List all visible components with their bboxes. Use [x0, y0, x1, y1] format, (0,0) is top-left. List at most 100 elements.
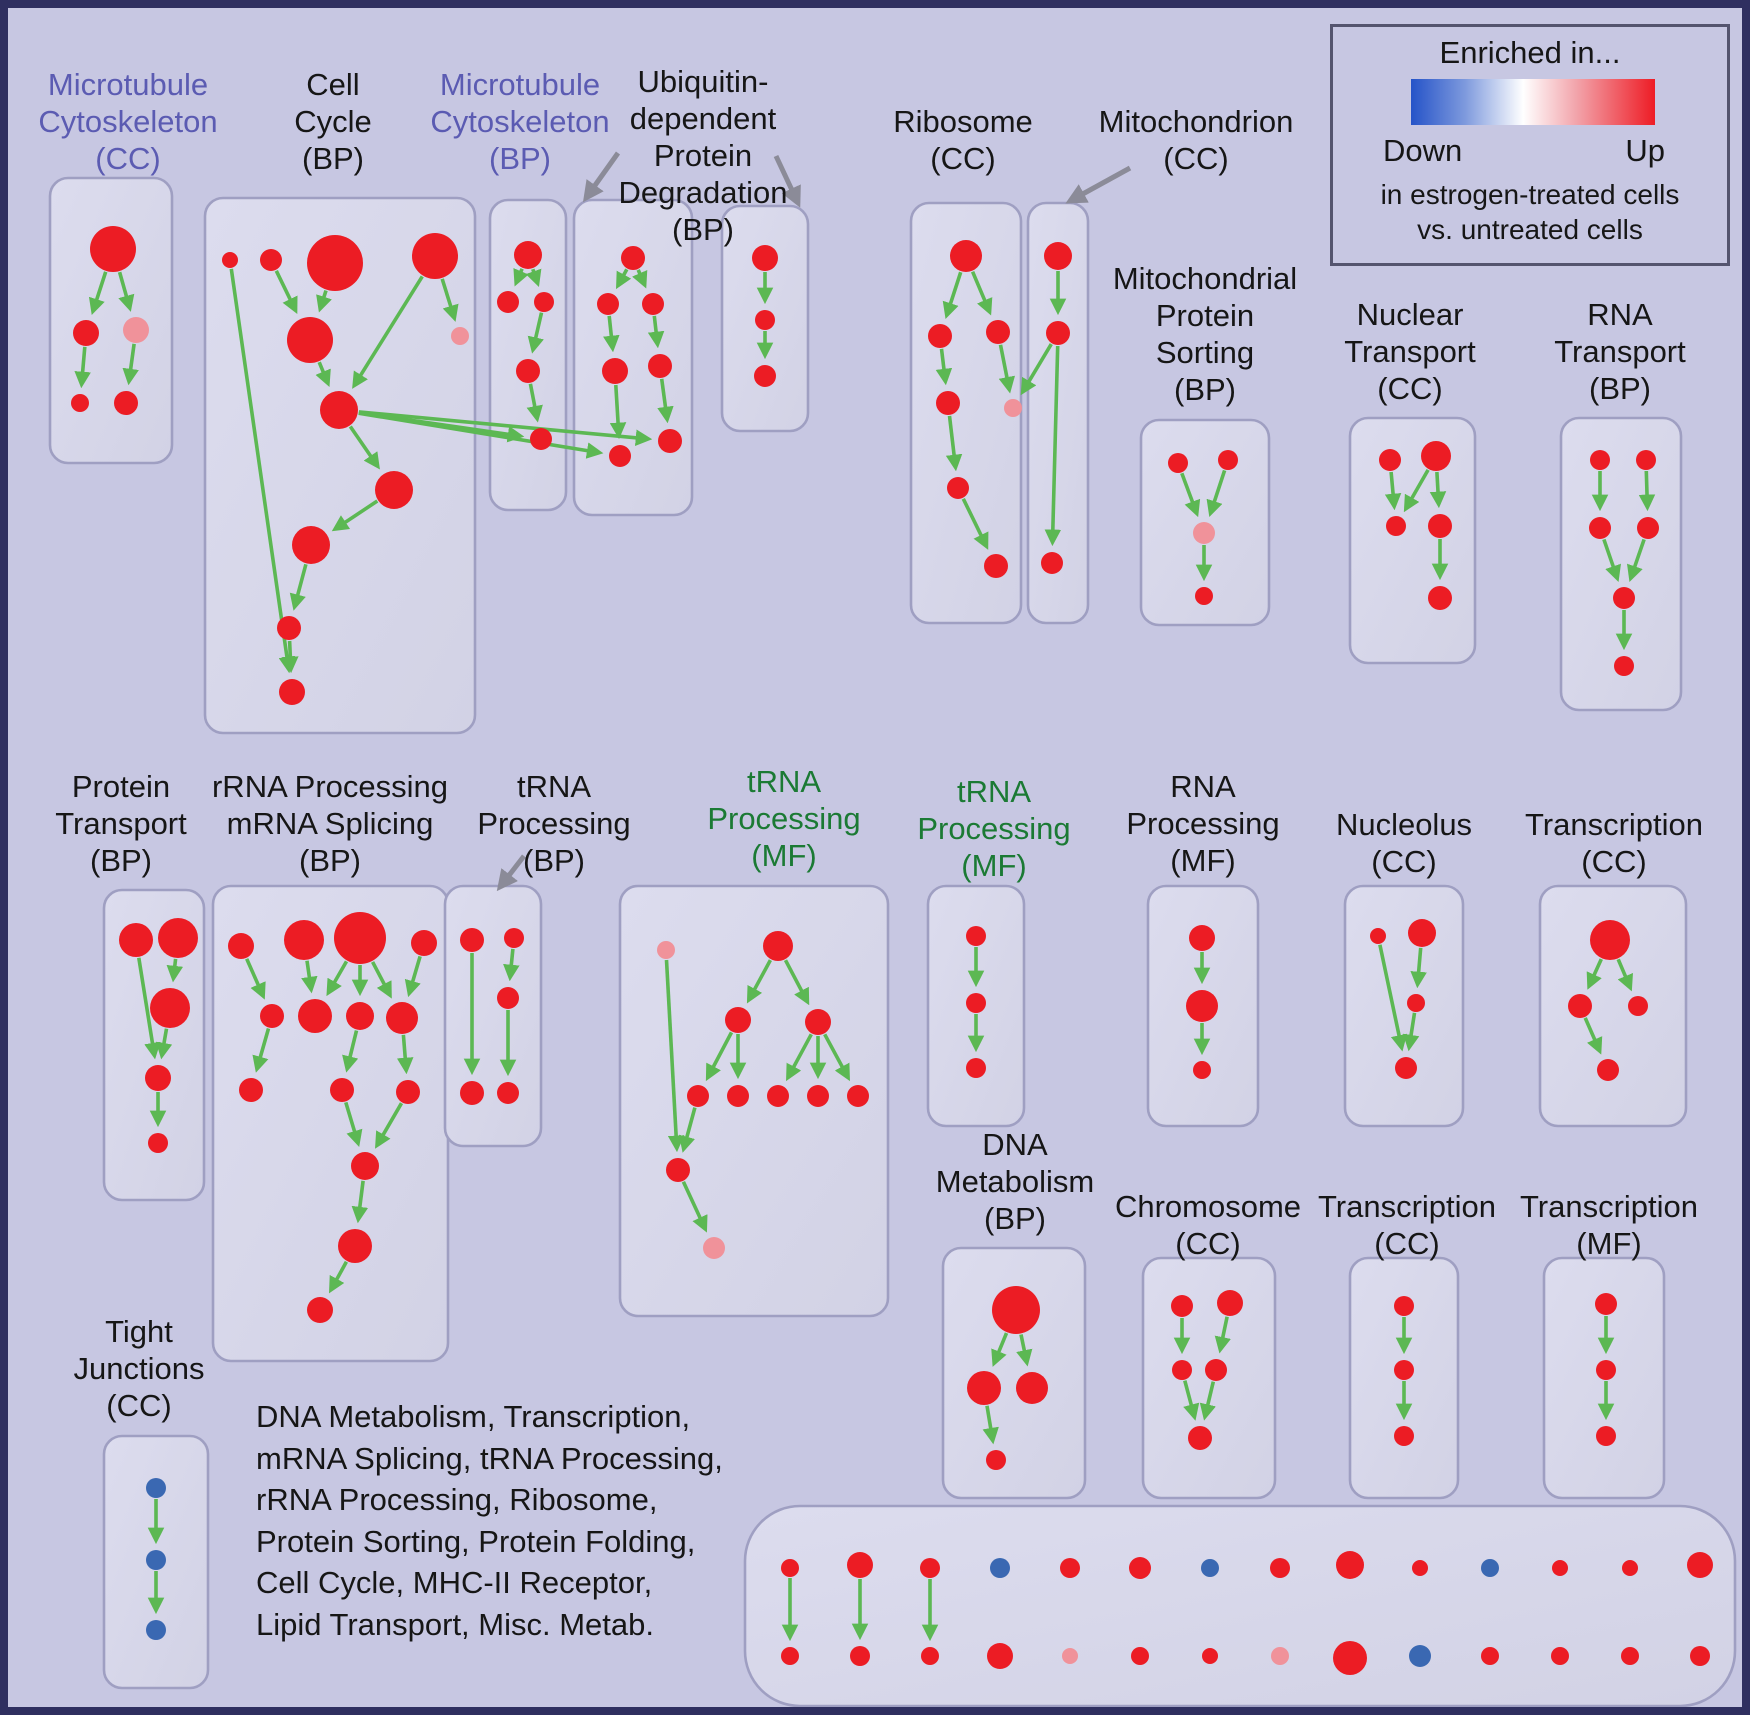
- edge-arrow: [404, 955, 422, 998]
- gene-node-red: [1428, 586, 1452, 610]
- gene-node-red: [1590, 450, 1610, 470]
- gene-node-red: [648, 354, 672, 378]
- gene-node-red: [807, 1085, 829, 1107]
- gene-node-red: [781, 1647, 799, 1665]
- cluster-box-ribosome-cc: [909, 201, 1023, 625]
- edge-arrow: [331, 499, 379, 532]
- gene-node-red: [1188, 1426, 1212, 1450]
- gene-node-red: [1428, 514, 1452, 538]
- gene-node-red: [1370, 928, 1386, 944]
- edge-arrow: [371, 961, 392, 999]
- gene-node-pink: [1271, 1647, 1289, 1665]
- gene-node-red: [1590, 920, 1630, 960]
- edge-arrow: [503, 948, 520, 982]
- gene-node-red: [228, 933, 254, 959]
- gene-node-red: [1195, 587, 1213, 605]
- legend-gradient-bar: [1411, 79, 1655, 125]
- gene-node-red: [986, 320, 1010, 344]
- gene-node-red: [1394, 1296, 1414, 1316]
- gene-node-red: [666, 1158, 690, 1182]
- edge-arrow: [647, 315, 665, 349]
- edge-arrow: [137, 957, 161, 1060]
- gene-node-red: [1189, 925, 1215, 951]
- gene-node-red: [658, 429, 682, 453]
- gene-node-red: [727, 1085, 749, 1107]
- edge-arrow: [1180, 472, 1201, 518]
- edge-arrow: [991, 1332, 1009, 1367]
- gene-node-red: [1333, 1641, 1367, 1675]
- edge-arrow: [1214, 1316, 1231, 1354]
- edge-arrow: [935, 348, 953, 386]
- gene-node-red: [781, 1559, 799, 1577]
- edge-arrow: [526, 383, 543, 423]
- gene-node-red: [396, 1080, 420, 1104]
- gene-node-red: [755, 310, 775, 330]
- legend-subtitle-line2: vs. untreated cells: [1417, 214, 1643, 245]
- gene-node-pink: [1062, 1648, 1078, 1664]
- gene-node-red: [1481, 1647, 1499, 1665]
- legend: Enriched in... Down Up in estrogen-treat…: [1330, 24, 1730, 266]
- gene-node-red: [330, 1078, 354, 1102]
- gene-node-red: [947, 477, 969, 499]
- gene-node-red: [602, 358, 628, 384]
- edge-arrow: [786, 1033, 813, 1082]
- gene-node-red: [338, 1229, 372, 1263]
- gene-node-red: [1690, 1646, 1710, 1666]
- edge-arrow: [1384, 471, 1402, 511]
- misc-terms-text: DNA Metabolism, Transcription, mRNA Spli…: [256, 1399, 723, 1642]
- edge-arrow: [396, 1034, 414, 1075]
- cluster-box-rrna-processing-mrna-splicing-bp: [211, 884, 450, 1363]
- gene-node-blue: [990, 1558, 1010, 1578]
- edge-arrow: [705, 1031, 734, 1082]
- gene-node-pink: [657, 941, 675, 959]
- gene-node-red: [298, 999, 332, 1033]
- edge-arrow: [155, 1028, 173, 1060]
- gene-node-red: [967, 1371, 1001, 1405]
- cluster-box-nuclear-transport-cc: [1348, 416, 1477, 665]
- gene-node-red: [497, 1082, 519, 1104]
- gene-node-red: [150, 988, 190, 1028]
- gene-node-red: [534, 292, 554, 312]
- gene-node-red: [260, 1004, 284, 1028]
- label-pointer-arrow: [582, 151, 621, 203]
- gene-node-red: [1394, 1426, 1414, 1446]
- gene-node-red: [1589, 517, 1611, 539]
- legend-up-label: Up: [1625, 133, 1665, 168]
- gene-node-pink: [703, 1237, 725, 1259]
- gene-node-red: [1412, 1560, 1428, 1576]
- edge-arrow: [229, 268, 296, 674]
- gene-node-red: [1395, 1057, 1417, 1079]
- gene-node-red: [1060, 1558, 1080, 1578]
- gene-node-red: [687, 1085, 709, 1107]
- gene-node-red: [148, 1133, 168, 1153]
- edges-layer: [74, 151, 1656, 1642]
- gene-node-blue: [146, 1478, 166, 1498]
- edge-arrow: [678, 1107, 697, 1153]
- edge-arrow: [603, 315, 620, 353]
- gene-node-red: [847, 1552, 873, 1578]
- edge-arrow: [1402, 1012, 1420, 1052]
- gene-node-red: [1186, 990, 1218, 1022]
- gene-node-red: [1171, 1295, 1193, 1317]
- gene-node-red: [1568, 994, 1592, 1018]
- gene-node-red: [1046, 321, 1070, 345]
- gene-node-red: [1041, 552, 1063, 574]
- edge-arrow: [1378, 944, 1408, 1052]
- gene-node-red: [411, 930, 437, 956]
- gene-node-red: [1621, 1647, 1639, 1665]
- label-pointer-arrow: [496, 854, 526, 892]
- edge-arrow: [122, 343, 139, 386]
- edge-arrow: [88, 271, 108, 316]
- edge-arrow: [609, 384, 627, 440]
- edge-arrow: [664, 959, 685, 1153]
- edge-arrow: [632, 269, 648, 289]
- gene-node-red: [260, 249, 282, 271]
- edge-arrow: [351, 1180, 369, 1224]
- label-pointer-arrow: [1065, 165, 1132, 204]
- edge-arrow: [998, 344, 1016, 394]
- gene-node-red: [752, 245, 778, 271]
- gene-node-red: [1386, 516, 1406, 536]
- gene-node-red: [1407, 994, 1425, 1012]
- gene-node-pink: [451, 327, 469, 345]
- gene-node-red: [514, 241, 542, 269]
